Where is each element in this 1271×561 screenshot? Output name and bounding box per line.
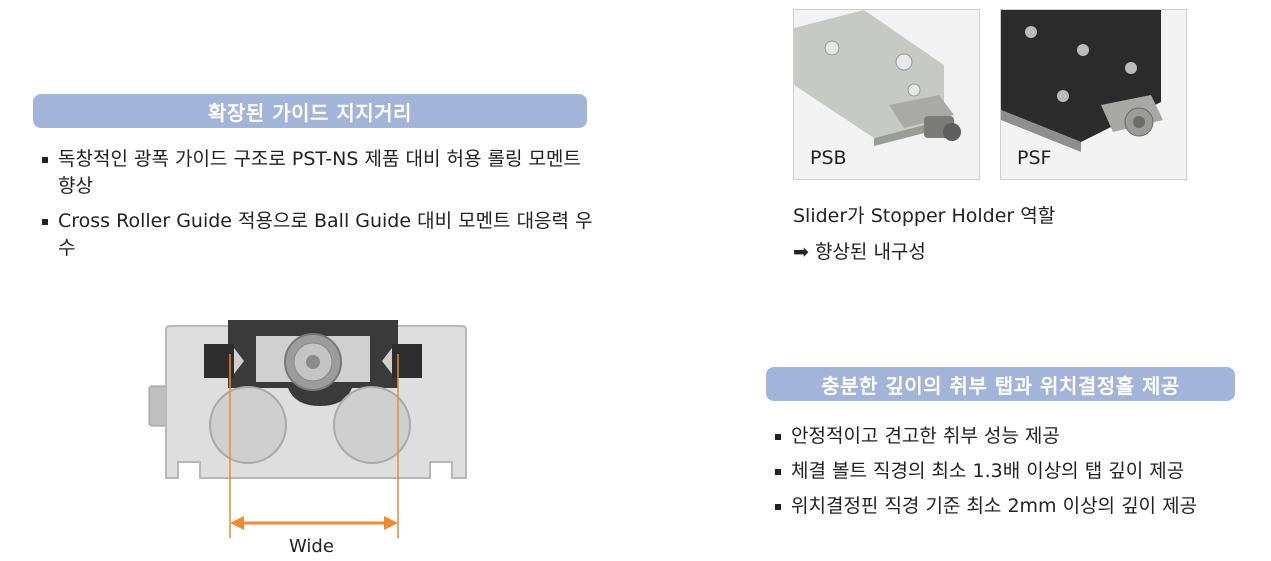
slider-caption-line2: ➡ 향상된 내구성 — [793, 237, 926, 264]
list-item: 안정적이고 견고한 취부 성능 제공 — [773, 423, 1243, 450]
right-arrow-icon: ➡ — [793, 241, 809, 263]
list-item: 위치결정핀 직경 기준 최소 2mm 이상의 깊이 제공 — [773, 493, 1243, 520]
psb-product-photo: PSB — [793, 9, 980, 180]
list-item: 독창적인 광폭 가이드 구조로 PST-NS 제품 대비 허용 롤링 모멘트 향… — [40, 146, 600, 200]
section-heading-extended-guide: 확장된 가이드 지지거리 — [33, 94, 587, 128]
section-heading-text: 충분한 깊이의 취부 탭과 위치결정홀 제공 — [821, 373, 1180, 398]
psf-label: PSF — [1017, 147, 1052, 169]
guide-cross-section-diagram — [148, 320, 467, 538]
list-item: Cross Roller Guide 적용으로 Ball Guide 대비 모멘… — [40, 208, 600, 262]
wide-dimension-label: Wide — [289, 536, 334, 557]
psf-slider-illustration — [1001, 10, 1186, 179]
slider-caption-line1: Slider가 Stopper Holder 역할 — [793, 205, 1056, 227]
section-heading-tap-depth: 충분한 깊이의 취부 탭과 위치결정홀 제공 — [766, 367, 1235, 401]
left-bullet-list: 독창적인 광폭 가이드 구조로 PST-NS 제품 대비 허용 롤링 모멘트 향… — [40, 146, 600, 270]
psb-slider-illustration — [794, 10, 979, 179]
list-item: 체결 볼트 직경의 최소 1.3배 이상의 탭 깊이 제공 — [773, 458, 1243, 485]
caption-line2-text: 향상된 내구성 — [814, 241, 926, 263]
psb-label: PSB — [810, 147, 847, 169]
right-bullet-list: 안정적이고 견고한 취부 성능 제공 체결 볼트 직경의 최소 1.3배 이상의… — [773, 423, 1243, 528]
psf-product-photo: PSF — [1000, 9, 1187, 180]
section-heading-text: 확장된 가이드 지지거리 — [208, 100, 412, 125]
